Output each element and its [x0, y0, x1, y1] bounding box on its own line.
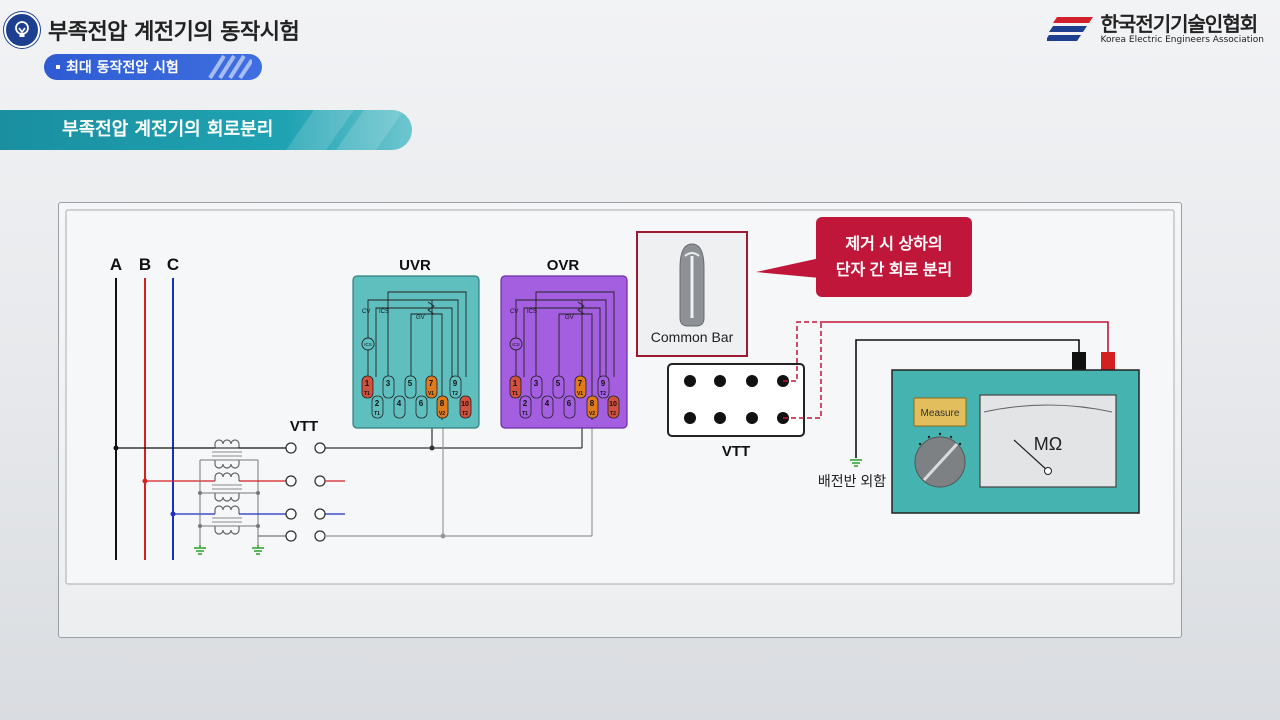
logo-name-en: Korea Electric Engineers Association	[1100, 35, 1264, 45]
megger-unit: MΩ	[1034, 434, 1062, 454]
section-title: 부족전압 계전기의 회로분리	[62, 119, 274, 140]
ovr-v2: V2	[589, 411, 595, 417]
uvr-title: UVR	[399, 257, 431, 274]
vtt-left-label: VTT	[290, 418, 318, 435]
common-bar: Common Bar	[636, 231, 748, 357]
uvr-ics-label: ICS	[379, 309, 389, 315]
test-leads: 배전반 외함	[783, 321, 1109, 489]
ovr-t2-a: T2	[600, 391, 606, 397]
uvr-terminal-8: 8	[440, 399, 445, 408]
vtt-block: VTT	[667, 363, 805, 460]
uvr-v2: V2	[439, 411, 445, 417]
ovr-v1: V1	[577, 391, 583, 397]
ovr-terminal-2: 2	[523, 399, 528, 408]
uvr-terminal-5: 5	[408, 379, 413, 388]
uvr-relay: CV ICS GV ICS 1 T1 3 5 7 V1 9 T2 2 T1 4	[352, 275, 480, 429]
uvr-terminal-10: 10	[461, 401, 469, 408]
ovr-terminal-1: 1	[513, 379, 518, 388]
ovr-terminal-10: 10	[609, 401, 617, 408]
megger: Measure MΩ	[891, 352, 1140, 514]
callout-line-1: 제거 시 상하의	[845, 235, 942, 253]
uvr-t2-b: T2	[462, 411, 468, 417]
uvr-t1-a: T1	[364, 391, 370, 397]
ovr-t1-b: T1	[522, 411, 528, 417]
ovr-terminal-3: 3	[534, 379, 539, 388]
phase-b-label: B	[139, 255, 151, 274]
common-bar-label: Common Bar	[651, 329, 734, 345]
uvr-terminal-1: 1	[365, 379, 370, 388]
uvr-ics-coil-label: ICS	[364, 342, 372, 347]
ovr-gv-label: GV	[565, 315, 574, 321]
bulb-icon	[4, 12, 40, 48]
phase-c-label: C	[167, 255, 179, 274]
subtitle-text: 최대 동작전압 시험	[66, 60, 179, 76]
red-probe-terminal	[1101, 352, 1115, 370]
ovr-cv-label: CV	[510, 309, 518, 315]
uvr-terminal-7: 7	[429, 379, 434, 388]
black-probe-terminal	[1072, 352, 1086, 370]
logo: 한국전기기술인협회 Korea Electric Engineers Assoc…	[1046, 12, 1264, 45]
stripes-decoration	[208, 54, 252, 80]
callout: 제거 시 상하의 단자 간 회로 분리	[756, 217, 972, 297]
pt-wiring	[113, 439, 290, 555]
ovr-t1-a: T1	[512, 391, 518, 397]
ovr-terminal-9: 9	[601, 379, 606, 388]
ovr-relay: CV ICS GV ICS 1 T1 3 5 7 V1 9 T2 2 T1 4	[500, 275, 628, 429]
bullet-icon	[56, 65, 60, 69]
ovr-t2-b: T2	[610, 411, 616, 417]
ovr-terminal-7: 7	[578, 379, 583, 388]
ovr-terminal-5: 5	[556, 379, 561, 388]
logo-flag-icon	[1046, 16, 1093, 41]
subtitle-pill: 최대 동작전압 시험	[44, 54, 262, 80]
uvr-terminal-6: 6	[419, 399, 424, 408]
phase-a-label: A	[110, 255, 122, 274]
ovr-terminal-8: 8	[590, 399, 595, 408]
ovr-title: OVR	[547, 257, 580, 274]
logo-name-ko: 한국전기기술인협회	[1100, 12, 1259, 36]
section-banner: 부족전압 계전기의 회로분리	[0, 110, 412, 150]
vtt-block-label: VTT	[722, 443, 750, 460]
callout-line-2: 단자 간 회로 분리	[836, 260, 952, 279]
uvr-t1-b: T1	[374, 411, 380, 417]
measure-button: Measure	[921, 408, 960, 419]
ovr-ics-label: ICS	[527, 309, 537, 315]
uvr-v1: V1	[428, 391, 434, 397]
ground-label: 배전반 외함	[818, 473, 886, 489]
uvr-cv-label: CV	[362, 309, 370, 315]
ovr-ics-coil-label: ICS	[512, 342, 520, 347]
vtt-left-terminals	[285, 442, 326, 542]
page-title: 부족전압 계전기의 동작시험	[48, 20, 300, 45]
title-bar: 부족전압 계전기의 동작시험	[4, 12, 300, 48]
ovr-terminal-6: 6	[567, 399, 572, 408]
ovr-terminal-4: 4	[545, 399, 550, 408]
uvr-terminal-9: 9	[453, 379, 458, 388]
uvr-terminal-4: 4	[397, 399, 402, 408]
uvr-terminal-3: 3	[386, 379, 391, 388]
uvr-t2-a: T2	[452, 391, 458, 397]
uvr-terminal-2: 2	[375, 399, 380, 408]
uvr-gv-label: GV	[416, 315, 425, 321]
